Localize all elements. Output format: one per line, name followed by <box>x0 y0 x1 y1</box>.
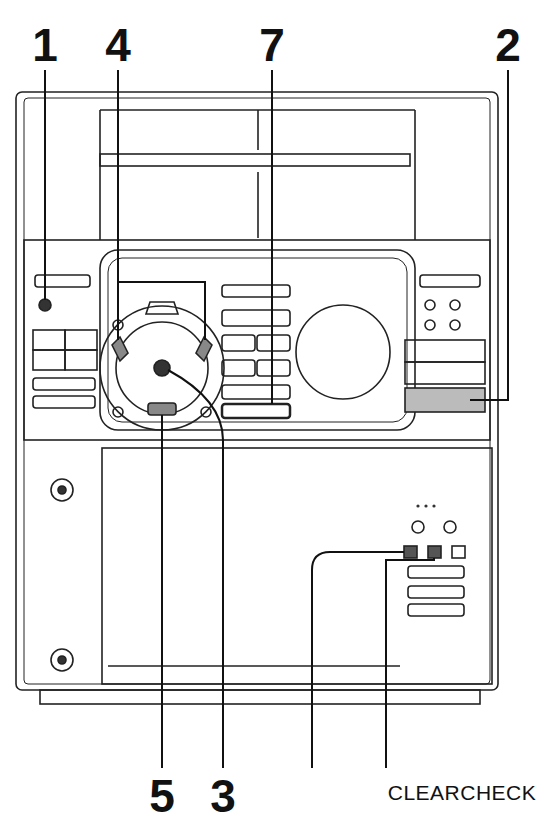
jack <box>58 656 66 664</box>
leader-line <box>44 70 46 300</box>
volume-knob <box>296 305 390 399</box>
button <box>405 362 485 384</box>
button <box>33 350 65 370</box>
button <box>222 285 290 297</box>
panel-edge <box>414 110 416 240</box>
button <box>196 337 212 361</box>
jack <box>58 486 66 494</box>
tape-door <box>102 448 492 684</box>
button <box>425 320 435 330</box>
button <box>450 320 460 330</box>
leader-line <box>168 370 223 768</box>
leader-line <box>161 415 163 768</box>
button-label: CLEARCHECK <box>388 782 537 803</box>
callout-number: 5 <box>149 773 175 819</box>
button <box>452 546 465 558</box>
button <box>444 521 456 533</box>
callout-number: 7 <box>259 22 285 68</box>
control-panel <box>24 240 490 440</box>
button <box>33 396 95 408</box>
button <box>113 407 123 417</box>
button <box>148 403 176 415</box>
button <box>65 350 97 370</box>
divider <box>257 110 259 150</box>
base <box>40 690 480 704</box>
button <box>222 310 290 326</box>
callout-number: 2 <box>495 22 521 68</box>
leader-line <box>312 552 404 768</box>
button <box>222 335 255 351</box>
button <box>33 378 95 390</box>
cd-slot <box>100 154 410 166</box>
tape-door-edge <box>108 665 400 667</box>
callout-number: 3 <box>210 773 236 819</box>
button <box>112 337 128 361</box>
display-panel <box>100 250 415 430</box>
button <box>257 360 290 376</box>
leader-line <box>271 70 273 404</box>
button <box>222 360 255 376</box>
leader-lines <box>45 70 508 768</box>
button <box>35 275 90 287</box>
panel-edge <box>99 110 101 240</box>
button <box>412 521 424 533</box>
button <box>39 299 51 311</box>
button <box>404 546 417 558</box>
button <box>201 407 211 417</box>
leader-line <box>118 70 205 340</box>
jog-dial <box>116 322 208 414</box>
leader-line <box>386 558 434 768</box>
housing <box>16 92 498 690</box>
callout-number: 1 <box>32 22 58 68</box>
dial-center <box>154 360 170 376</box>
button <box>408 586 464 598</box>
button <box>408 604 464 616</box>
housing-inner <box>24 98 490 684</box>
button <box>450 300 460 310</box>
button <box>428 546 441 558</box>
button <box>257 335 290 351</box>
button <box>408 566 464 578</box>
callout-number: 4 <box>105 22 131 68</box>
button <box>420 275 480 287</box>
button <box>33 330 65 350</box>
jack <box>51 479 73 501</box>
button <box>425 300 435 310</box>
jack <box>51 649 73 671</box>
button <box>405 340 485 362</box>
button <box>65 330 97 350</box>
button <box>222 404 290 418</box>
button <box>146 302 178 314</box>
divider <box>257 172 259 238</box>
button <box>222 385 290 399</box>
leader-line <box>470 70 508 400</box>
